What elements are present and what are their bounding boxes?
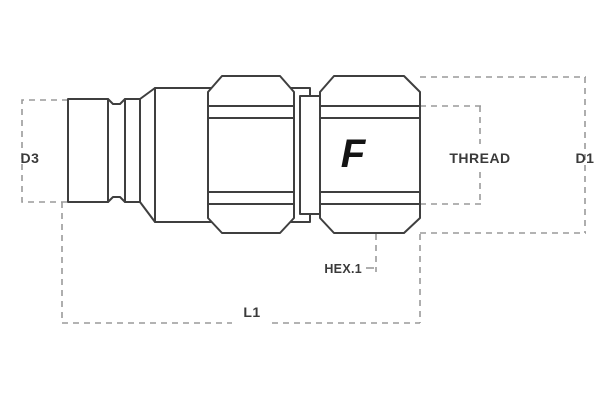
brand-logo-f: F [341,132,367,176]
label-l1: L1 [243,304,260,320]
label-thread: THREAD [449,150,510,166]
label-d3: D3 [21,150,40,166]
hex-nut-second [319,75,421,234]
label-d1: D1 [576,150,595,166]
hex-nut-first [207,75,295,234]
nipple-end-cylinder [67,98,141,203]
dimension-lines-group [21,76,586,324]
part-outline-group [67,75,421,234]
label-hex1: HEX.1 [324,262,362,276]
d3-dimension-bracket [21,99,68,203]
